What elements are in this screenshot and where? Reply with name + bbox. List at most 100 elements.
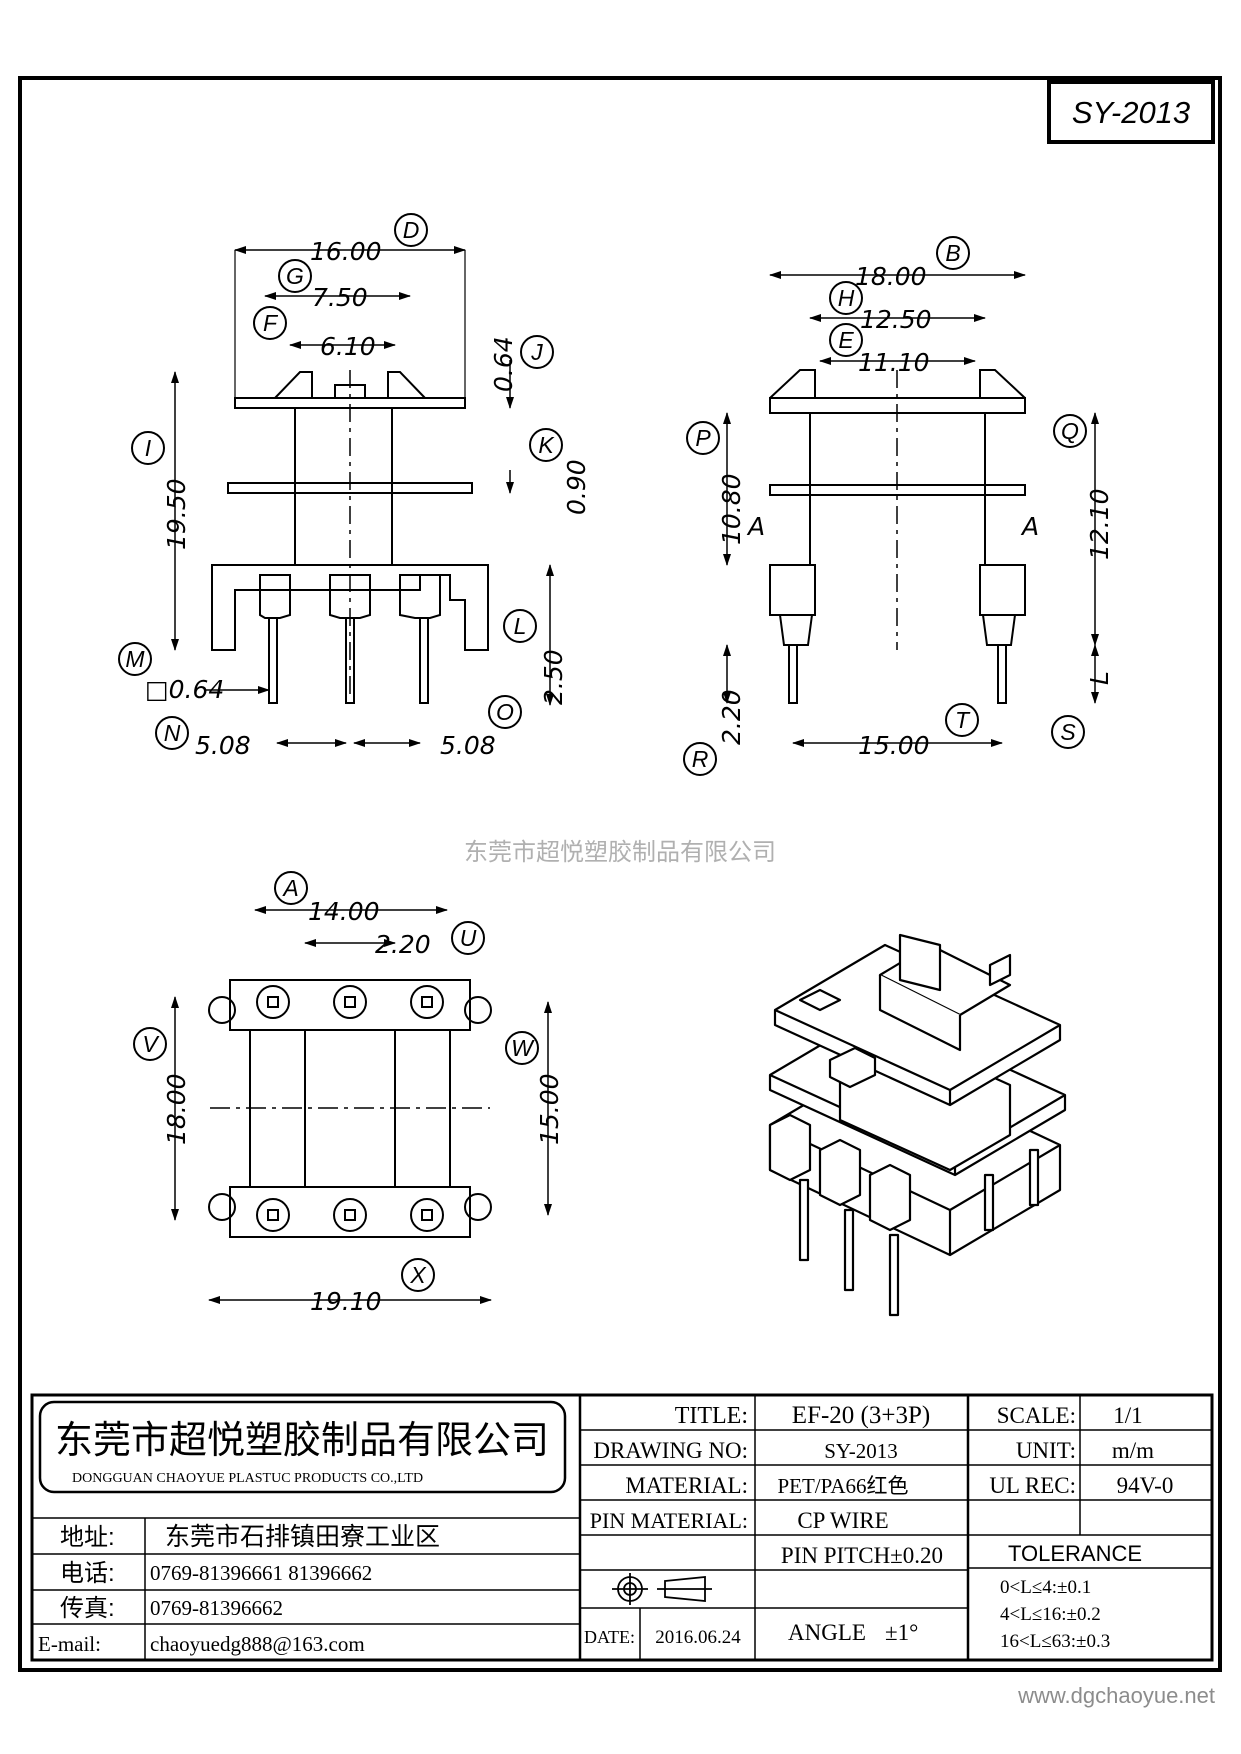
- fax-value: 0769-81396662: [150, 1596, 283, 1620]
- projection-symbol-icon: [612, 1573, 712, 1605]
- callout-e-side-view: E: [829, 323, 863, 357]
- drawing-id: SY-2013: [1072, 95, 1190, 130]
- sheet-border: [18, 76, 1222, 1672]
- callout-letter: N: [164, 720, 181, 746]
- address-label: 地址:: [60, 1524, 115, 1551]
- material-label: MATERIAL:: [625, 1473, 748, 1498]
- callout-x-bottom-view: X: [401, 1258, 435, 1292]
- website: www.dgchaoyue.net: [1017, 1683, 1215, 1708]
- callout-s-side-view: S: [1051, 715, 1085, 749]
- isometric-view: [768, 933, 1067, 1317]
- callout-m-front-view: M: [118, 642, 152, 676]
- drawing-id-box: SY-2013: [1047, 80, 1215, 144]
- callout-n-front-view: N: [155, 716, 189, 750]
- callout-letter: U: [460, 925, 477, 951]
- callout-letter: W: [511, 1035, 535, 1061]
- bottom-view: [171, 906, 552, 1304]
- section-mark-right: A: [1020, 512, 1039, 541]
- callout-letter: K: [538, 432, 555, 458]
- tel-label: 电话:: [60, 1560, 115, 1587]
- tolerance-row-3: 16<L≤63:±0.3: [1000, 1631, 1110, 1652]
- callout-r-side-view: R: [683, 742, 717, 776]
- title-value: EF-20 (3+3P): [792, 1402, 930, 1429]
- date-value: 2016.06.24: [655, 1627, 741, 1648]
- callout-j-front-view: J: [520, 335, 554, 369]
- callout-i-front-view: I: [131, 431, 165, 465]
- dim-O-value: 5.08: [440, 731, 496, 760]
- dim-B-value: 18.00: [855, 262, 927, 291]
- callout-h-side-view: H: [829, 281, 863, 315]
- dim-N-value: 5.08: [195, 731, 251, 760]
- email-value: chaoyuedg888@163.com: [150, 1632, 365, 1656]
- callout-u-bottom-view: U: [451, 921, 485, 955]
- angle-value: ±1°: [885, 1620, 918, 1645]
- dim-K-value: 0.90: [562, 459, 591, 515]
- callout-q-side-view: Q: [1053, 414, 1087, 448]
- callout-letter: Q: [1061, 418, 1079, 444]
- dim-G-value: 7.50: [312, 283, 368, 312]
- scale-value: 1/1: [1113, 1403, 1142, 1428]
- tolerance-row-1: 0<L≤4:±0.1: [1000, 1577, 1091, 1598]
- callout-letter: D: [403, 217, 420, 243]
- ul-label: UL REC:: [989, 1473, 1076, 1498]
- section-mark-left: A: [746, 512, 765, 541]
- callout-letter: V: [142, 1031, 160, 1057]
- callout-letter: P: [695, 425, 711, 451]
- dim-Q-value: 12.10: [1085, 488, 1114, 560]
- company-name-cn: 东莞市超悦塑胶制品有限公司: [55, 1420, 549, 1462]
- dim-H-value: 12.50: [860, 305, 932, 334]
- dim-I-value: 19.50: [162, 478, 191, 550]
- callout-w-bottom-view: W: [505, 1031, 539, 1065]
- callout-letter: J: [530, 339, 543, 365]
- side-view-labels: 18.00 12.50 11.10 10.80 12.10 2.20 L 15.…: [717, 262, 1114, 760]
- callout-d-front-view: D: [394, 213, 428, 247]
- email-label: E-mail:: [38, 1632, 101, 1656]
- unit-value: m/m: [1112, 1438, 1154, 1463]
- dim-S-value: L: [1085, 671, 1114, 685]
- callout-letter: X: [409, 1262, 427, 1288]
- callout-letter: T: [955, 707, 971, 733]
- tolerance-row-2: 4<L≤16:±0.2: [1000, 1604, 1101, 1625]
- callout-letter: H: [838, 285, 855, 311]
- scale-label: SCALE:: [997, 1403, 1076, 1428]
- title-label: TITLE:: [675, 1403, 748, 1429]
- date-label: DATE:: [584, 1627, 635, 1647]
- callout-g-front-view: G: [278, 259, 312, 293]
- dim-J-value: 0.64: [489, 336, 518, 392]
- ul-value: 94V-0: [1117, 1473, 1174, 1498]
- watermark: 东莞市超悦塑胶制品有限公司: [464, 839, 776, 866]
- callout-letter: M: [125, 646, 145, 672]
- pin-material-value: CP WIRE: [797, 1508, 888, 1533]
- unit-label: UNIT:: [1016, 1438, 1076, 1463]
- callout-letter: S: [1060, 719, 1076, 745]
- callout-letter: B: [945, 240, 960, 266]
- callout-letter: O: [496, 699, 514, 725]
- dim-M-value: □0.64: [145, 675, 224, 704]
- bottom-view-labels: 14.00 2.20 18.00 15.00 19.10: [162, 897, 564, 1316]
- dim-X-value: 19.10: [310, 1287, 382, 1316]
- callout-f-front-view: F: [253, 306, 287, 340]
- callout-v-bottom-view: V: [133, 1027, 167, 1061]
- callout-letter: R: [692, 746, 709, 772]
- material-value: PET/PA66红色: [777, 1474, 908, 1498]
- dim-U-value: 2.20: [375, 930, 431, 959]
- company-name-en: DONGGUAN CHAOYUE PLASTUC PRODUCTS CO.,LT…: [72, 1471, 423, 1486]
- callout-letter: L: [514, 613, 527, 639]
- callout-letter: G: [286, 263, 304, 289]
- dim-D-value: 16.00: [310, 237, 382, 266]
- callout-l-front-view: L: [503, 609, 537, 643]
- callout-t-side-view: T: [945, 703, 979, 737]
- angle-label: ANGLE: [788, 1620, 866, 1645]
- callout-a-bottom-view: A: [274, 871, 308, 905]
- front-view: [171, 246, 554, 747]
- dim-A-value: 14.00: [308, 897, 380, 926]
- dim-W-value: 15.00: [535, 1073, 564, 1145]
- dim-R-value: 2.20: [717, 689, 746, 745]
- title-block: [30, 1393, 1214, 1662]
- callout-letter: I: [145, 435, 152, 461]
- drawing-no-value: SY-2013: [824, 1439, 898, 1463]
- front-view-labels: 16.00 7.50 6.10 0.64 0.90 19.50 2.50 □0.…: [145, 237, 591, 760]
- callout-k-front-view: K: [529, 428, 563, 462]
- dim-F-value: 6.10: [320, 332, 376, 361]
